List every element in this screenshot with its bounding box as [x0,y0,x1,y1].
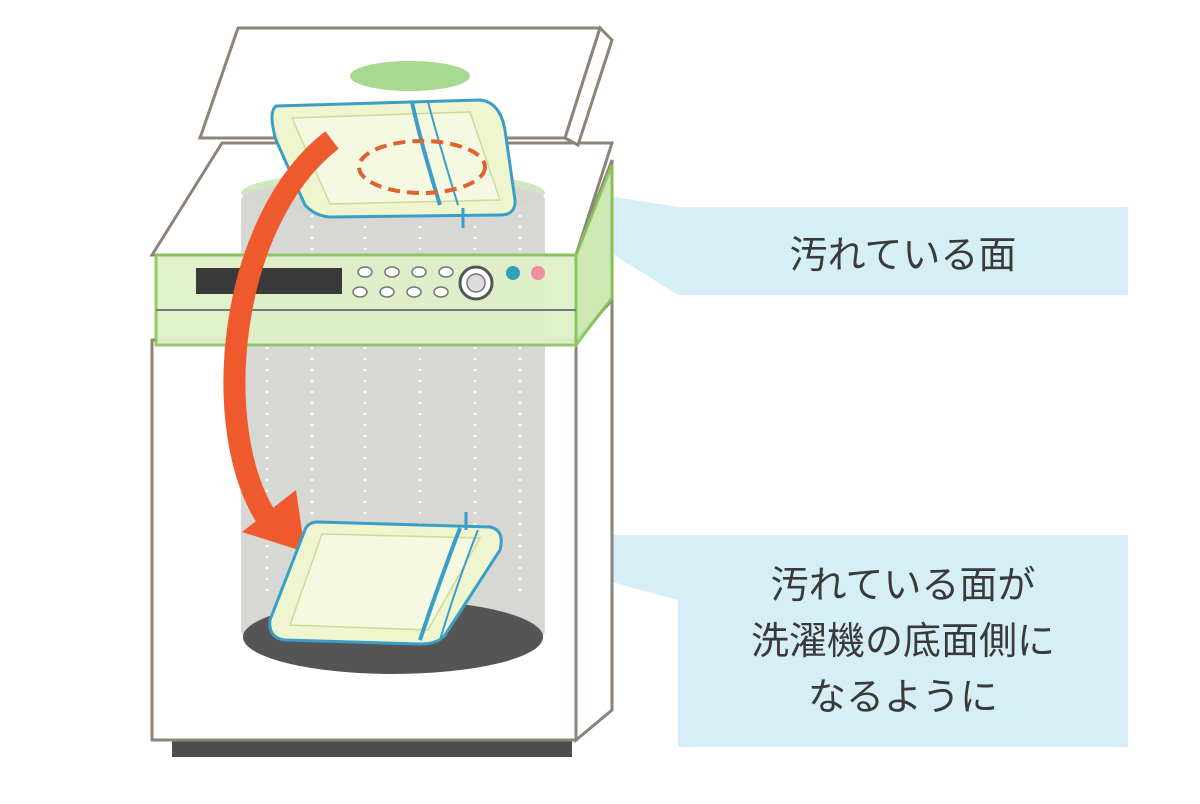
machine-lid-edge [563,25,614,148]
machine-side [574,296,614,744]
panel-light-blue [506,266,520,280]
panel-light-pink [531,266,545,280]
lid-disc [350,61,470,91]
curved-arrow-icon [223,131,339,527]
callout-line-1: 汚れている面が [770,563,1036,607]
panel-display [196,268,342,294]
curved-arrow-head [242,490,305,552]
callout-dirty-side-label: 汚れている面 [789,232,1017,277]
callout-line-3: なるように [807,675,998,719]
panel-buttons [352,266,454,298]
control-panel-side [574,164,614,350]
stain-marker-icon [357,139,487,195]
callout-placement-instruction: 汚れている面が 洗濯機の底面側に なるように [678,535,1128,747]
pillow-bottom [268,512,503,646]
callout-line-2: 洗濯機の底面側に [750,619,1055,663]
callout-dirty-side: 汚れている面 [678,207,1128,295]
knob-icon [458,265,494,301]
